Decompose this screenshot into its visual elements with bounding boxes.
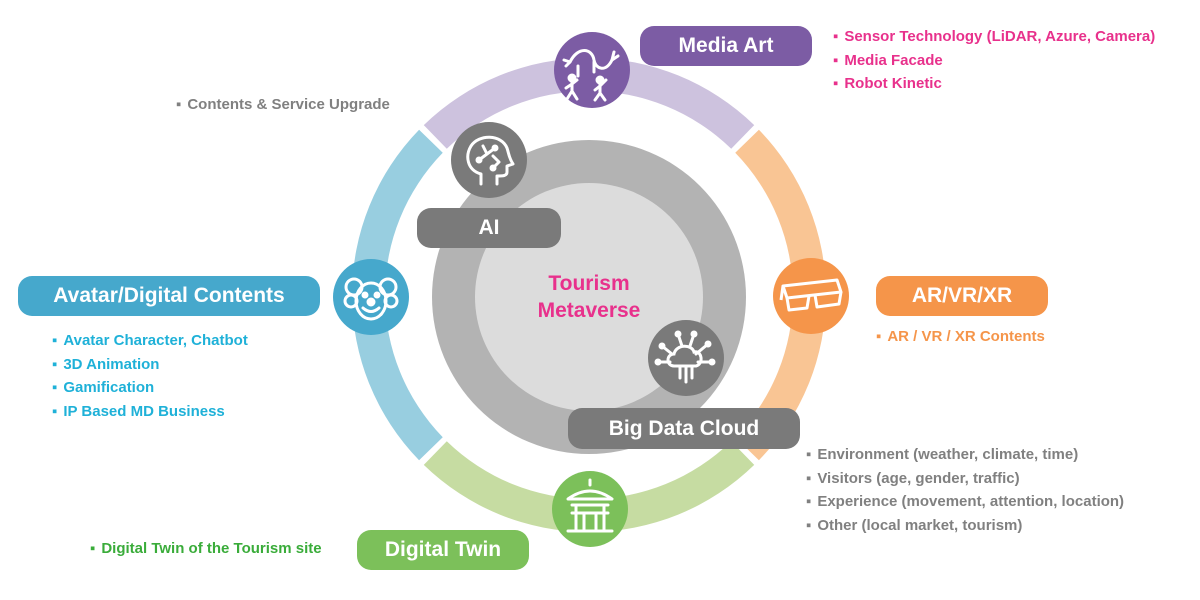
ai-list: Contents & Service Upgrade [176, 93, 390, 117]
big-data-list: Environment (weather, climate, time) Vis… [806, 443, 1124, 537]
list-item: Sensor Technology (LiDAR, Azure, Camera) [833, 25, 1155, 49]
clown-face-icon [333, 259, 409, 335]
center-title-line1: Tourism [548, 272, 630, 295]
list-item: Avatar Character, Chatbot [52, 329, 248, 353]
center-title-line2: Metaverse [537, 299, 641, 322]
big-data-label: Big Data Cloud [568, 408, 800, 449]
digital-twin-list: Digital Twin of the Tourism site [90, 537, 321, 561]
list-item: Contents & Service Upgrade [176, 93, 390, 117]
ring-segment-media-art [423, 57, 755, 149]
ar-vr-xr-list: AR / VR / XR Contents [876, 325, 1045, 349]
list-item: IP Based MD Business [52, 400, 248, 424]
center-title: Tourism Metaverse [489, 270, 689, 324]
avatar-list: Avatar Character, Chatbot 3D Animation G… [52, 329, 248, 423]
avatar-label: Avatar/Digital Contents [18, 276, 320, 316]
ring-segment-avatar [351, 129, 443, 461]
brain-head-icon [451, 122, 527, 198]
3d-glasses-icon [773, 258, 849, 334]
list-item: Robot Kinetic [833, 72, 1155, 96]
ring-segment-digital-twin [423, 441, 755, 532]
list-item: Gamification [52, 376, 248, 400]
list-item: AR / VR / XR Contents [876, 325, 1045, 349]
media-art-list: Sensor Technology (LiDAR, Azure, Camera)… [833, 25, 1155, 96]
ar-vr-xr-label: AR/VR/XR [876, 276, 1048, 316]
digital-twin-label: Digital Twin [357, 530, 529, 570]
list-item: 3D Animation [52, 353, 248, 377]
pavilion-icon [552, 471, 628, 547]
media-art-label: Media Art [640, 26, 812, 66]
ring-segment-ar-vr-xr [735, 129, 827, 461]
list-item: Media Facade [833, 49, 1155, 73]
list-item: Visitors (age, gender, traffic) [806, 467, 1124, 491]
list-item: Digital Twin of the Tourism site [90, 537, 321, 561]
list-item: Experience (movement, attention, locatio… [806, 490, 1124, 514]
data-cloud-icon [648, 320, 724, 396]
ai-label: AI [417, 208, 561, 248]
list-item: Environment (weather, climate, time) [806, 443, 1124, 467]
dragon-dance-icon [554, 32, 630, 108]
list-item: Other (local market, tourism) [806, 514, 1124, 538]
